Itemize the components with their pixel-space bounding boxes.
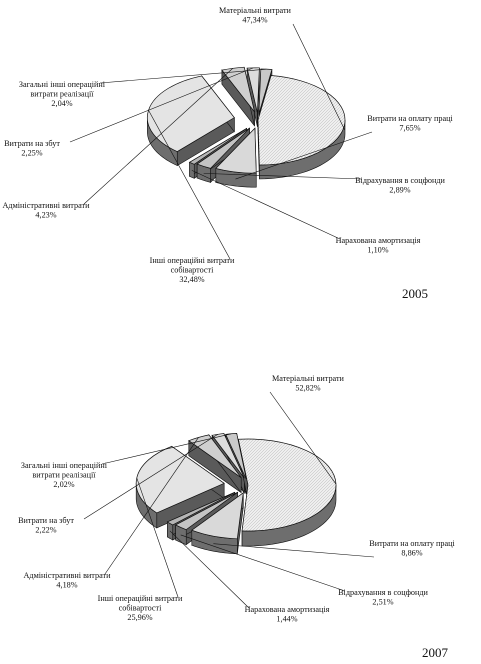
slice-value-label-0-1-1: 7,65% — [399, 124, 420, 133]
pie-slice-1-5 — [188, 434, 242, 478]
year-label-1: 2007 — [422, 645, 449, 660]
leader-line-1-4 — [136, 477, 179, 598]
pie-slice-0-2 — [196, 127, 250, 169]
pie-slice-0-4 — [147, 75, 235, 152]
leader-line-1-0 — [269, 391, 337, 485]
slice-name-label-1-0-0: Матеріальні витрати — [272, 374, 345, 383]
slice-value-label-1-4-2: 25,96% — [127, 613, 152, 622]
slice-name-label-1-6-0: Витрати на збут — [18, 516, 74, 525]
leader-line-1-1 — [213, 543, 375, 558]
slice-value-label-0-6-1: 2,25% — [21, 149, 42, 158]
slice-name-label-0-7-0: Загальні інші операційні — [19, 80, 106, 89]
slice-value-label-0-4-2: 32,48% — [179, 275, 204, 284]
slice-value-label-1-3-1: 1,44% — [276, 615, 297, 624]
slice-name-label-0-3-0: Нарахована амортизація — [336, 236, 421, 245]
slice-value-label-1-5-1: 4,18% — [56, 581, 77, 590]
slice-name-label-1-7-0: Загальні інші операційні — [21, 461, 108, 470]
leader-line-0-1 — [235, 131, 373, 180]
pie-slice-0-5 — [221, 66, 255, 113]
pie-slice-1-1 — [191, 492, 244, 540]
pie-slice-0-1 — [215, 127, 257, 174]
slice-value-label-1-7-2: 2,02% — [53, 480, 74, 489]
slice-name-label-1-4-1: собівартості — [119, 604, 163, 613]
leader-line-0-6 — [69, 67, 254, 143]
slice-value-label-0-7-2: 2,04% — [51, 99, 72, 108]
leader-line-0-3 — [191, 170, 341, 240]
slice-name-label-1-4-0: Інші операційні витрати — [98, 594, 183, 603]
slice-name-label-0-4-1: собівартості — [171, 266, 215, 275]
slice-name-label-0-5-0: Адміністративні витрати — [3, 201, 91, 210]
slice-name-label-0-1-0: Витрати на оплату праці — [367, 114, 453, 123]
pie-slice-1-7 — [225, 432, 247, 480]
slice-value-label-1-6-1: 2,22% — [35, 526, 56, 535]
slice-name-label-1-7-1: витрати реалізації — [32, 471, 96, 480]
leader-line-1-6 — [83, 434, 219, 520]
leader-line-0-2 — [203, 173, 363, 180]
slice-name-label-0-7-1: витрати реалізації — [30, 90, 94, 99]
slice-value-label-0-3-1: 1,10% — [367, 246, 388, 255]
pie-slice-1-2 — [174, 492, 238, 531]
slice-name-label-0-6-0: Витрати на збут — [4, 139, 60, 148]
leader-line-1-5 — [104, 437, 199, 575]
slice-name-label-0-4-0: Інші операційні витрати — [150, 256, 235, 265]
leader-line-0-7 — [99, 68, 267, 84]
slice-value-label-0-2-1: 2,89% — [389, 186, 410, 195]
slice-value-label-0-0-1: 47,34% — [242, 16, 267, 25]
slice-value-label-1-2-1: 2,51% — [372, 598, 393, 607]
slice-value-label-1-1-1: 8,86% — [401, 549, 422, 558]
slice-name-label-1-2-0: Відрахування в соцфонди — [338, 588, 428, 597]
slice-value-label-1-0-1: 52,82% — [295, 384, 320, 393]
pie-slice-1-3 — [166, 491, 235, 526]
slice-name-label-1-5-0: Адміністративні витрати — [24, 571, 112, 580]
slice-name-label-1-3-0: Нарахована амортизація — [245, 605, 330, 614]
leader-line-0-0 — [292, 23, 346, 131]
year-label-0: 2005 — [402, 286, 428, 301]
leader-line-0-4 — [148, 110, 231, 260]
pie-slice-0-0 — [257, 75, 346, 166]
leader-line-1-2 — [180, 534, 346, 592]
slice-name-label-0-0-0: Матеріальні витрати — [219, 6, 292, 15]
slice-name-label-1-1-0: Витрати на оплату праці — [369, 539, 455, 548]
pie-slice-0-3 — [188, 128, 247, 165]
leader-line-0-5 — [83, 68, 234, 205]
slice-name-label-0-2-0: Відрахування в соцфонди — [355, 176, 445, 185]
slice-value-label-0-5-1: 4,23% — [35, 211, 56, 220]
leader-line-1-3 — [169, 530, 250, 609]
leader-line-1-7 — [101, 433, 232, 465]
